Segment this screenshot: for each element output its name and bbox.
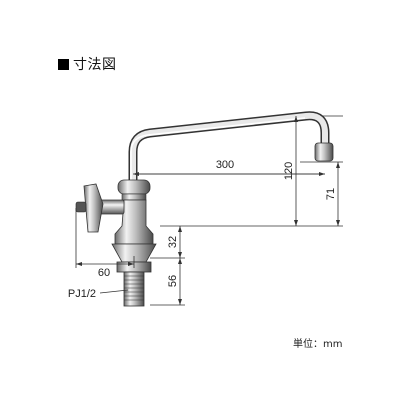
dimension-60: 60 (76, 256, 135, 279)
dimension-32: 32 (167, 226, 182, 258)
dim-label-120: 120 (283, 162, 295, 180)
dimension-71: 71 (325, 162, 340, 226)
spout-collar (117, 179, 151, 195)
title-block: 寸法図 (58, 54, 117, 74)
unit-note: 単位：mm (293, 339, 343, 350)
page-title: 寸法図 (73, 57, 117, 73)
dim-label-32: 32 (167, 236, 179, 248)
cross-handle (83, 183, 104, 233)
dimension-120: 120 (283, 116, 298, 226)
pipe-thread-label: PJ1/2 (68, 288, 96, 300)
aerator-tip (314, 142, 334, 162)
threaded-shank (123, 271, 145, 307)
dim-label-60: 60 (98, 267, 110, 279)
faucet (75, 111, 334, 307)
dimension-56: 56 (167, 258, 182, 305)
title-marker-square (58, 58, 69, 70)
dim-label-71: 71 (325, 188, 337, 200)
dim-label-56: 56 (167, 275, 179, 287)
pipe-thread-callout: PJ1/2 (68, 288, 129, 300)
dim-label-300: 300 (216, 159, 234, 171)
dimension-300: 300 (133, 159, 325, 176)
